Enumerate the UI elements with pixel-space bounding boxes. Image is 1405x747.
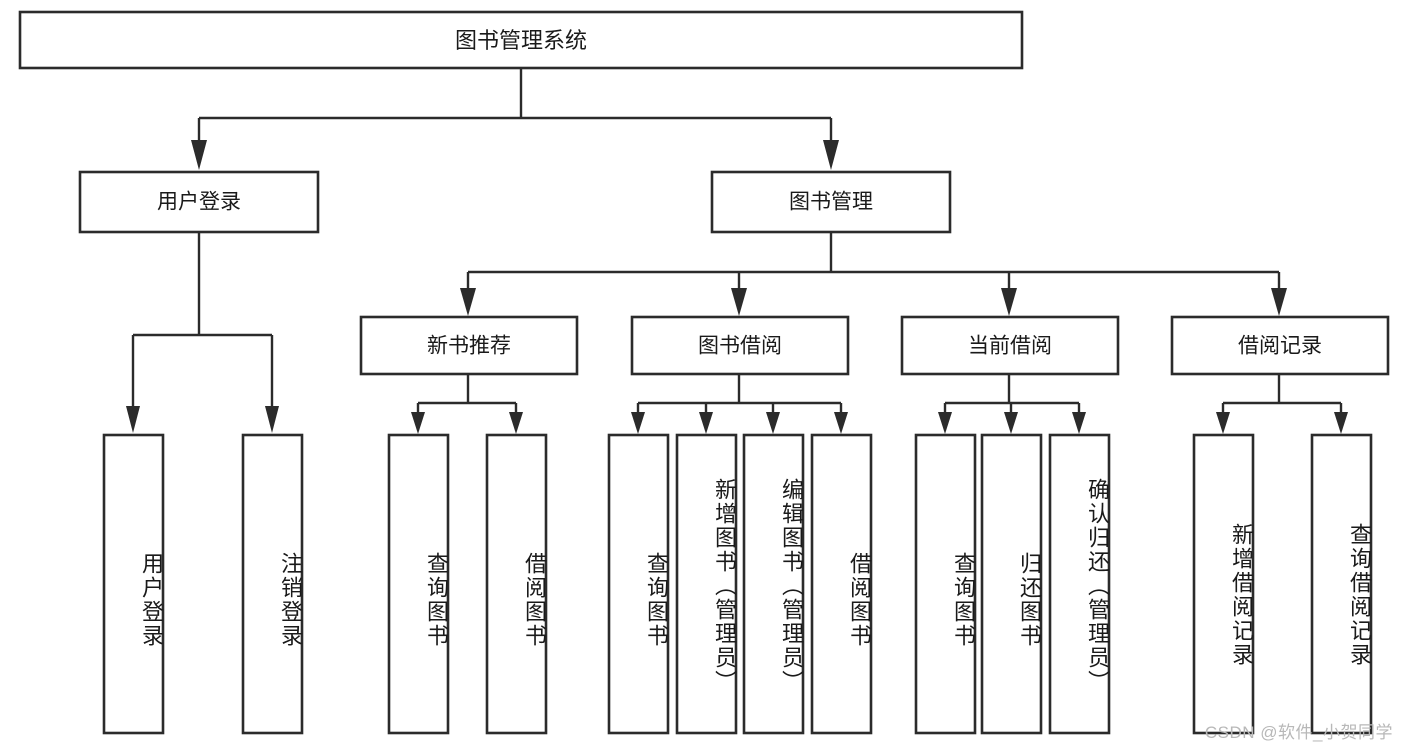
leaf-box-user-login[interactable]: [102, 433, 165, 735]
node-borrow-records[interactable]: 借阅记录: [1170, 315, 1390, 376]
node-borrow-records-box[interactable]: [1170, 315, 1390, 376]
leaf-box-cb-confirm-return[interactable]: [1048, 433, 1111, 735]
arrow-head-bb-4: [834, 412, 848, 434]
watermark-text: CSDN @软件_小贺同学: [1204, 723, 1393, 742]
node-book-borrow[interactable]: 图书借阅: [630, 315, 850, 376]
leaf-box-br-add-record[interactable]: [1192, 433, 1255, 735]
node-user-login[interactable]: 用户登录: [78, 170, 320, 234]
arrow-head-nb-1: [411, 412, 425, 434]
node-user-login-box[interactable]: [78, 170, 320, 234]
connector-borrowrecords-to-leaves: [1216, 374, 1348, 434]
leaf-box-cb-query-book[interactable]: [914, 433, 977, 735]
node-book-management[interactable]: 图书管理: [710, 170, 952, 234]
arrow-head-new-book: [460, 288, 476, 316]
connector-currentborrow-to-leaves: [938, 374, 1086, 434]
arrow-head-bb-3: [766, 412, 780, 434]
node-root[interactable]: 图书管理系统: [18, 10, 1024, 70]
arrow-head-br-2: [1334, 412, 1348, 434]
arrow-head-current-borrow: [1001, 288, 1017, 316]
arrow-head-book-borrow: [731, 288, 747, 316]
connector-bookmgmt-to-level3: [460, 232, 1287, 316]
connector-newbook-to-leaves: [411, 374, 523, 434]
node-current-borrow[interactable]: 当前借阅: [900, 315, 1120, 376]
node-book-borrow-label: 图书借阅: [698, 335, 782, 358]
node-new-book-recommend-label: 新书推荐: [427, 335, 511, 358]
arrow-head-cb-3: [1072, 412, 1086, 434]
node-book-management-label: 图书管理: [789, 191, 873, 214]
node-new-book-recommend[interactable]: 新书推荐: [359, 315, 579, 376]
node-root-label: 图书管理系统: [455, 28, 587, 53]
leaf-box-br-query-record[interactable]: [1310, 433, 1373, 735]
connector-bookborrow-to-leaves: [631, 374, 848, 434]
node-root-box[interactable]: [18, 10, 1024, 70]
connector-root-to-level2: [191, 68, 839, 170]
arrow-head-borrow-records: [1271, 288, 1287, 316]
arrow-head-bb-1: [631, 412, 645, 434]
node-current-borrow-label: 当前借阅: [968, 335, 1052, 358]
leaf-box-bb-borrow-book[interactable]: [810, 433, 873, 735]
arrow-head-leaf-user-login: [126, 406, 140, 433]
leaf-box-bb-edit-book[interactable]: [742, 433, 805, 735]
arrow-head-nb-2: [509, 412, 523, 434]
arrow-head-book-mgmt: [823, 140, 839, 170]
leaf-box-cb-return-book[interactable]: [980, 433, 1043, 735]
arrow-head-user-login: [191, 140, 207, 170]
arrow-head-br-1: [1216, 412, 1230, 434]
node-book-management-box[interactable]: [710, 170, 952, 234]
arrow-head-cb-2: [1004, 412, 1018, 434]
arrow-head-cb-1: [938, 412, 952, 434]
node-current-borrow-box[interactable]: [900, 315, 1120, 376]
node-borrow-records-label: 借阅记录: [1238, 335, 1322, 358]
connector-userlogin-to-leaves: [126, 232, 279, 433]
leaf-box-logout[interactable]: [241, 433, 304, 735]
leaf-box-nb-query-book[interactable]: [387, 433, 450, 735]
arrow-head-leaf-logout: [265, 406, 279, 433]
node-user-login-label: 用户登录: [157, 191, 241, 214]
node-book-borrow-box[interactable]: [630, 315, 850, 376]
leaf-box-bb-query-book[interactable]: [607, 433, 670, 735]
leaf-box-nb-borrow-book[interactable]: [485, 433, 548, 735]
node-new-book-recommend-box[interactable]: [359, 315, 579, 376]
arrow-head-bb-2: [699, 412, 713, 434]
leaf-box-bb-add-book[interactable]: [675, 433, 738, 735]
